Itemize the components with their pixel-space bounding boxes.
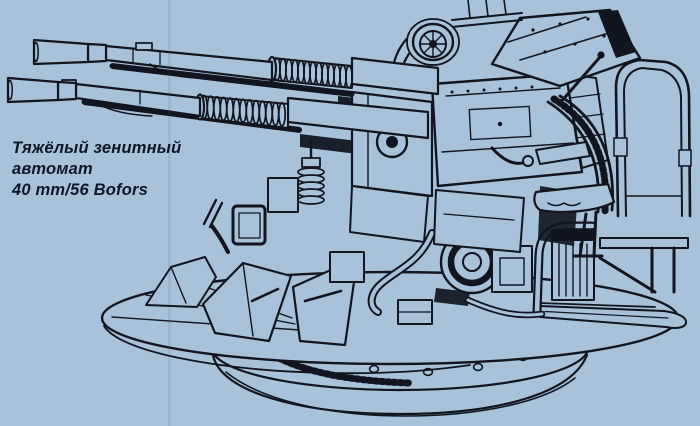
loading-fork xyxy=(202,198,230,254)
gunner-seat xyxy=(533,182,616,258)
lower-recoil-spring xyxy=(194,93,289,129)
caption-line-2: автомат xyxy=(12,160,93,178)
page-crease xyxy=(168,0,171,426)
feed-sprocket-wheel xyxy=(419,30,447,58)
lower-barrel xyxy=(6,76,430,140)
caption-line-1: Тяжёлый зенитный xyxy=(12,139,182,157)
blast-deflector-plates xyxy=(145,256,356,347)
clip-rack xyxy=(231,177,299,246)
seat-frame xyxy=(613,58,692,218)
training-arm xyxy=(539,302,688,329)
gunner-seat-area xyxy=(533,58,692,258)
spring-bellows xyxy=(297,138,325,205)
caption-line-3: 40 mm/56 Bofors xyxy=(12,181,148,199)
ammo-feed-cover xyxy=(490,8,642,88)
upper-barrel xyxy=(32,38,440,98)
caption: Тяжёлый зенитный автомат 40 mm/56 Bofors xyxy=(12,138,181,201)
